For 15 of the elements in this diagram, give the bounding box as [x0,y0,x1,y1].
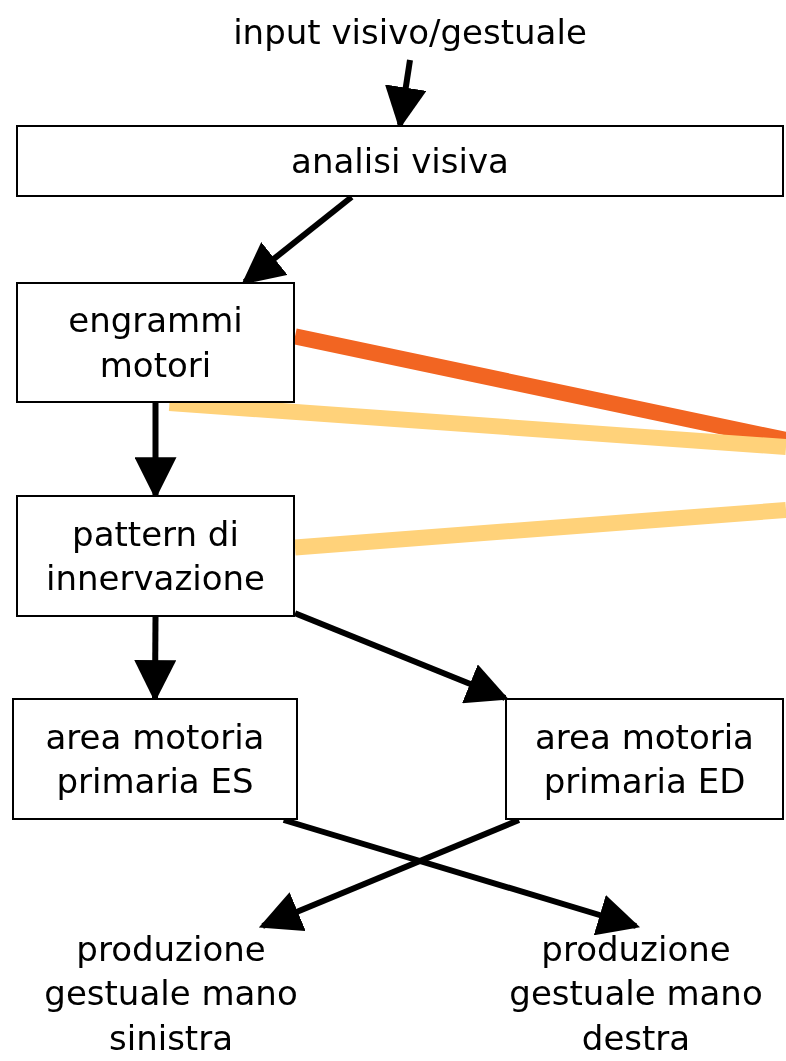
box-label: area motoria primaria ES [44,715,266,803]
process-box [16,282,295,403]
output-label: produzione gestuale mano sinistra [43,928,299,1060]
connector-line [294,502,786,556]
arrow [293,610,509,704]
process-box [505,698,784,820]
box-label: engrammi motori [67,299,244,387]
process-box [16,495,295,617]
box-label: analisi visiva [291,139,509,183]
box-label: pattern di innervazione [45,512,266,600]
output-label: produzione gestuale mano destra [508,928,764,1060]
input-label: input visivo/gestuale [233,10,587,54]
process-box [12,698,298,820]
process-box [16,125,784,197]
box-label: area motoria primaria ED [534,715,755,803]
